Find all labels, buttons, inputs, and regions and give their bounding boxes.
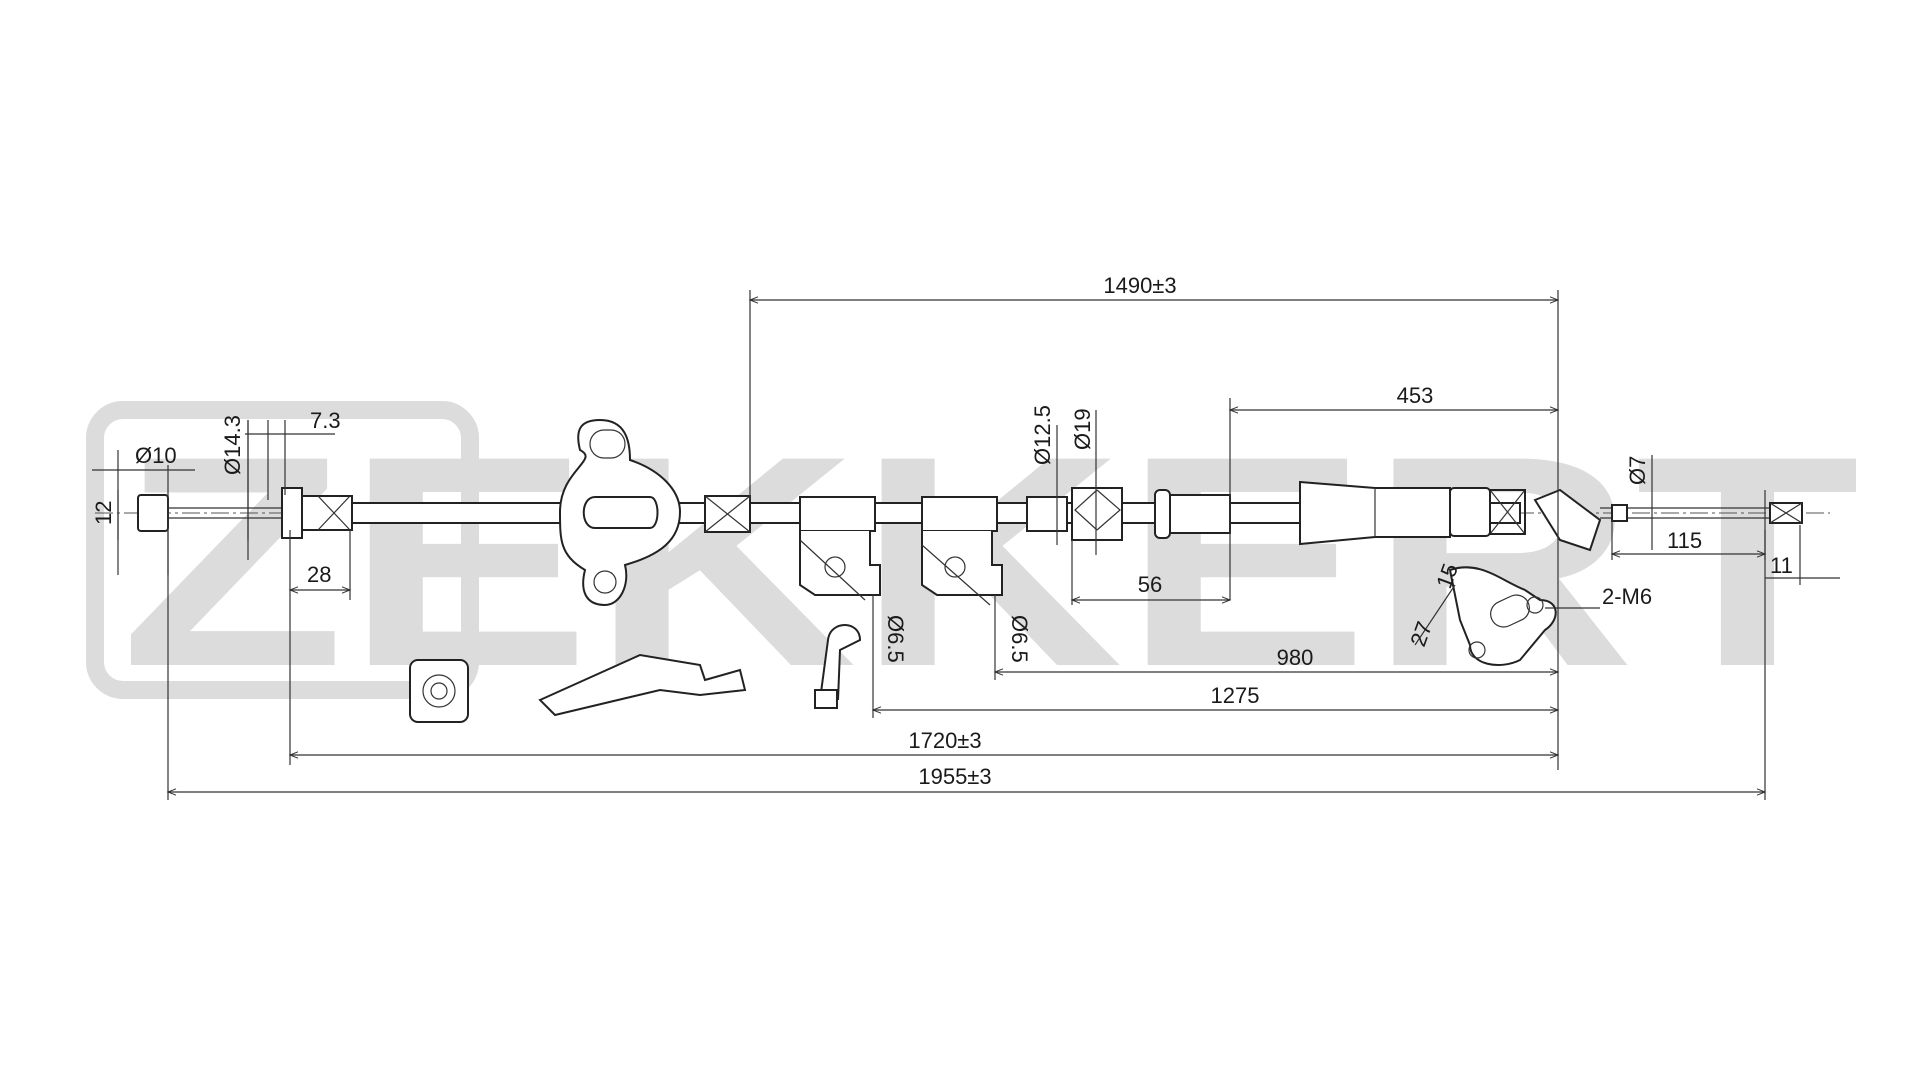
ferrule-body [301,495,353,531]
angled-bracket-part [1448,566,1557,666]
mounting-bracket [558,418,682,607]
grommet-tube [1169,494,1231,534]
clip-2 [921,496,1003,596]
dimension-lines [92,290,1840,800]
grommet-ring [1154,489,1171,539]
dim-label-2m6: 2-M6 [1602,584,1652,609]
clip-1-plate [799,531,881,596]
ferrule-flange [281,487,303,539]
clip-1-hole [824,556,846,578]
end-fitting-knurl-box [1489,489,1526,535]
clip-2-sleeve [921,496,998,532]
dim-label-11: 11 [1770,553,1793,578]
spring-clip-part [819,624,862,701]
end-fitting-knurl [1489,489,1526,535]
bracket-cable-guide [582,496,659,529]
dim-label-12: 12 [91,501,116,525]
crimp-ferrule-1-knurl [704,495,751,533]
clip-1 [799,496,881,596]
crimp-ferrule-1 [704,495,751,533]
loose-parts [409,566,1557,723]
clip-2-plate [921,531,1003,596]
bush-part [409,659,469,723]
bracket-strip-part [538,653,747,717]
dim-27-line [1414,584,1456,646]
clip-1-sleeve [799,496,876,532]
dim-label-115: 115 [1667,528,1702,553]
dim-label-phi14-3: Ø14.3 [220,415,245,475]
dim-label-phi12-5: Ø12.5 [1030,405,1055,465]
sleeve-12-5 [1026,496,1068,532]
angled-bracket-slot [1490,594,1530,628]
grommet-19-body [1071,487,1123,541]
dim-label-phi19: Ø19 [1070,408,1095,450]
bush-part-inner [430,682,448,700]
angled-bracket-hole-a [1526,596,1544,614]
dim-label-phi10: Ø10 [135,443,177,468]
dim-label-1490: 1490±3 [1103,273,1176,298]
dim-label-1720: 1720±3 [908,728,981,753]
dim-phi6-5-a-leader [799,539,866,601]
spring-clip-foot [814,689,838,709]
grommet-19 [1071,487,1231,541]
right-wire-end [1611,502,1803,524]
grommet-19-knurl [1074,489,1121,531]
bracket-slot [589,429,626,459]
bush-part-hole [422,674,456,708]
dim-label-1275: 1275 [1211,683,1260,708]
right-nipple-knurl [1769,502,1803,524]
bracket-hole [593,570,617,594]
dim-label-7-3: 7.3 [310,408,341,433]
dim-label-phi7: Ø7 [1625,456,1650,485]
dim-label-1955: 1955±3 [918,764,991,789]
dim-label-phi6-5-a: Ø6.5 [883,615,908,663]
dim-label-phi6-5-b: Ø6.5 [1007,615,1032,663]
dim-label-28: 28 [307,562,331,587]
dim-label-453: 453 [1397,383,1434,408]
clip-2-hole [944,556,966,578]
angled-bracket-hole-b [1468,641,1486,659]
cable-end-nipple [137,494,169,532]
end-fitting-body [1449,487,1491,537]
dim-phi6-5-b-leader [921,544,991,606]
watermark-logo-frame [86,401,479,699]
end-fitting [1449,487,1602,552]
left-ferrule-assembly [281,487,353,539]
ferrule-knurl [317,495,351,531]
dim-label-980: 980 [1277,645,1314,670]
dimension-labels: 1490±3 453 Ø10 Ø14.3 7.3 12 28 Ø12.5 Ø19… [91,273,1793,789]
angled-end-cap [1533,488,1602,552]
right-ferrule [1611,504,1628,522]
dim-label-56: 56 [1138,572,1162,597]
